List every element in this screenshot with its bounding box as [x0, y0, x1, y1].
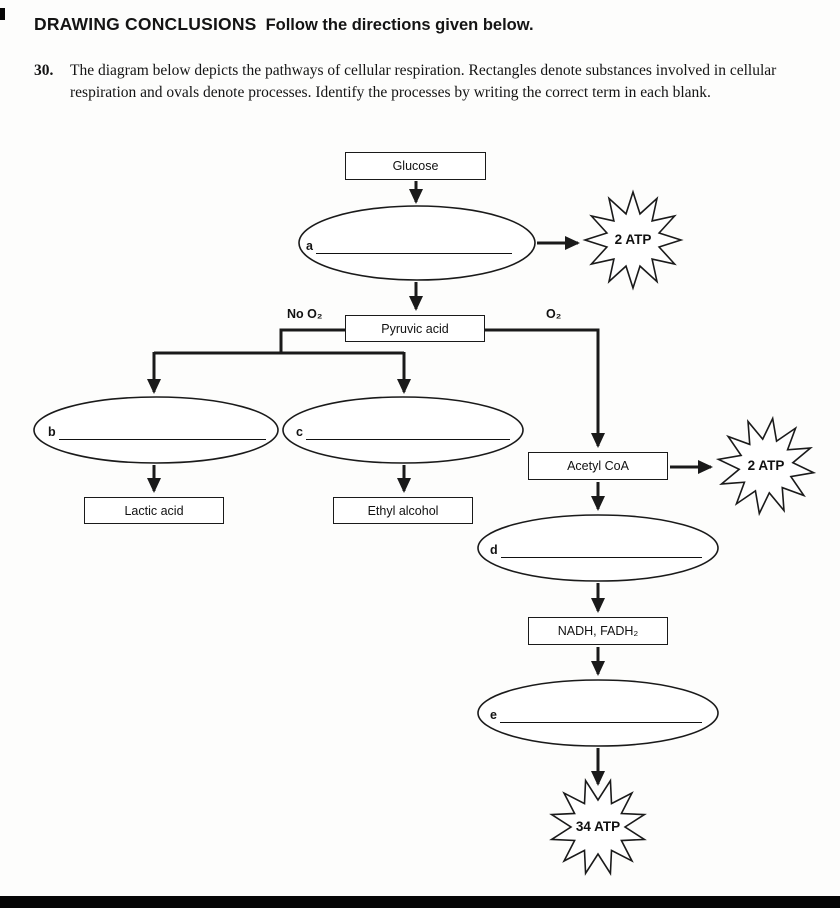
question-text: The diagram below depicts the pathways o… [70, 62, 777, 102]
blank-e-letter: e [490, 707, 497, 722]
arrow-o2-to-acetyl [485, 328, 605, 448]
node-nadh-fadh2: NADH, FADH₂ [528, 617, 668, 645]
blank-c-line[interactable] [305, 413, 510, 440]
blank-a-letter: a [306, 238, 313, 253]
blank-d-letter: d [490, 542, 498, 557]
blank-b-letter: b [48, 424, 56, 439]
scan-artifact-top-left [0, 8, 5, 20]
branch-no-o2 [154, 328, 404, 355]
node-pyruvic-acid: Pyruvic acid [345, 315, 485, 342]
blank-a: a [306, 226, 512, 254]
process-oval-d [477, 514, 719, 582]
label-o2: O₂ [546, 307, 562, 321]
atp-label-etc: 34 ATP [575, 819, 621, 834]
process-oval-e [477, 679, 719, 747]
scan-artifact-bottom-bar [0, 896, 840, 908]
heading-title: DRAWING CONCLUSIONS [34, 14, 257, 34]
label-no-o2: No O₂ [287, 307, 323, 321]
blank-b-line[interactable] [58, 413, 266, 440]
blank-d: d [490, 532, 702, 558]
node-lactic-acid: Lactic acid [84, 497, 224, 524]
question-number: 30. [34, 62, 54, 79]
node-acetyl-coa: Acetyl CoA [528, 452, 668, 480]
process-oval-c [282, 396, 524, 464]
process-oval-a [298, 205, 536, 281]
atp-label-glycolysis: 2 ATP [614, 232, 652, 247]
blank-e-line[interactable] [499, 696, 702, 723]
blank-e: e [490, 697, 702, 723]
process-oval-b [33, 396, 279, 464]
blank-d-line[interactable] [500, 531, 702, 558]
worksheet-heading: DRAWING CONCLUSIONS Follow the directions… [34, 14, 534, 35]
node-glucose: Glucose [345, 152, 486, 180]
question-30: 30. The diagram below depicts the pathwa… [34, 60, 810, 105]
atp-label-krebs: 2 ATP [747, 458, 785, 473]
blank-a-line[interactable] [315, 225, 512, 254]
blank-b: b [48, 414, 266, 440]
heading-subtitle: Follow the directions given below. [265, 16, 534, 34]
blank-c-letter: c [296, 424, 303, 439]
node-ethyl-alcohol: Ethyl alcohol [333, 497, 473, 524]
blank-c: c [296, 414, 510, 440]
